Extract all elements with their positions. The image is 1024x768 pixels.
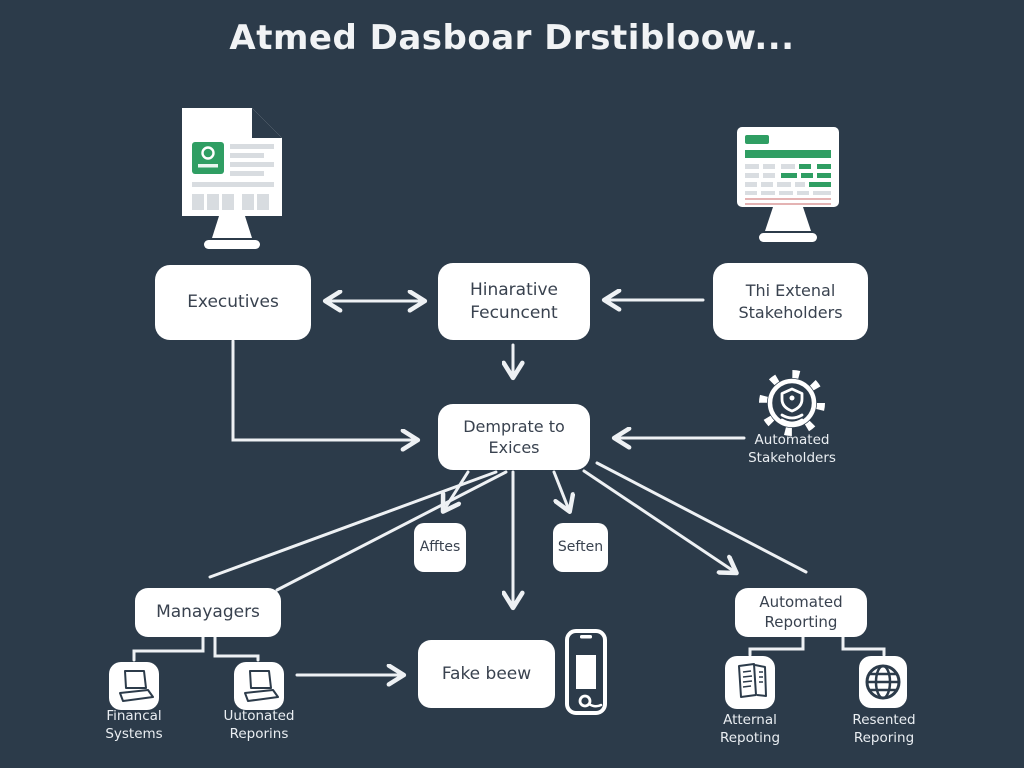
node-fake-beew-label: Fake beew	[441, 663, 532, 684]
line-demprate-to-managers-2	[275, 470, 508, 592]
connector-managers-financial	[132, 635, 205, 662]
gear-label: Automated Stakeholders	[748, 432, 836, 466]
node-hierarchy: Hinarative Fecuncent	[438, 263, 590, 340]
node-external-stakeholders-label: Thi Extenal Stakeholders	[738, 281, 843, 322]
arrow-demprate-to-afftes	[444, 470, 470, 510]
node-managers-label: Manayagers	[156, 602, 260, 623]
diagram-title: Atmed Dasboar Drstibloow...	[229, 18, 795, 58]
connector-managers-laptop	[213, 635, 260, 662]
node-seften-label: Seften	[557, 539, 604, 556]
node-executives: Executives	[155, 265, 311, 340]
presented-reporting-label: Resented Reporing	[852, 712, 916, 746]
connector-autoreporting-globe	[841, 635, 886, 657]
document-monitor-icon	[172, 98, 292, 254]
node-external-stakeholders: Thi Extenal Stakeholders	[713, 263, 868, 340]
arrow-demprate-to-seften	[552, 470, 569, 510]
node-automated-reporting: Automated Reporting	[735, 588, 867, 637]
laptop-icon	[233, 661, 285, 715]
line-demprate-to-managers-1	[208, 470, 498, 579]
node-fake-beew: Fake beew	[418, 640, 555, 708]
globe-icon	[858, 655, 908, 713]
node-executives-label: Executives	[187, 292, 279, 313]
external-reporting-label: Atternal Repoting	[719, 712, 781, 746]
financial-systems-label: Financal Systems	[105, 708, 163, 742]
connector-autoreporting-docs	[748, 635, 805, 657]
smartphone-icon	[563, 627, 609, 723]
spreadsheet-monitor-icon	[733, 123, 843, 255]
node-managers: Manayagers	[135, 588, 281, 637]
node-hierarchy-label: Hinarative Fecuncent	[469, 280, 558, 323]
arrow-demprate-to-autoreporting-1	[582, 469, 735, 572]
node-afftes-label: Afftes	[419, 539, 461, 556]
gear-shield-icon	[758, 370, 826, 442]
arrow-executives-to-demprate	[231, 339, 416, 440]
node-demprate-label: Demprate to Exices	[463, 416, 565, 457]
node-afftes: Afftes	[414, 523, 466, 572]
line-demprate-to-autoreporting-2	[595, 461, 808, 574]
document-stack-icon	[724, 655, 776, 714]
node-seften: Seften	[553, 523, 608, 572]
node-demprate: Demprate to Exices	[438, 404, 590, 470]
node-automated-reporting-label: Automated Reporting	[759, 592, 843, 631]
laptop-icon	[108, 661, 160, 715]
automated-laptop-label: Uutonated Reporins	[223, 708, 295, 742]
